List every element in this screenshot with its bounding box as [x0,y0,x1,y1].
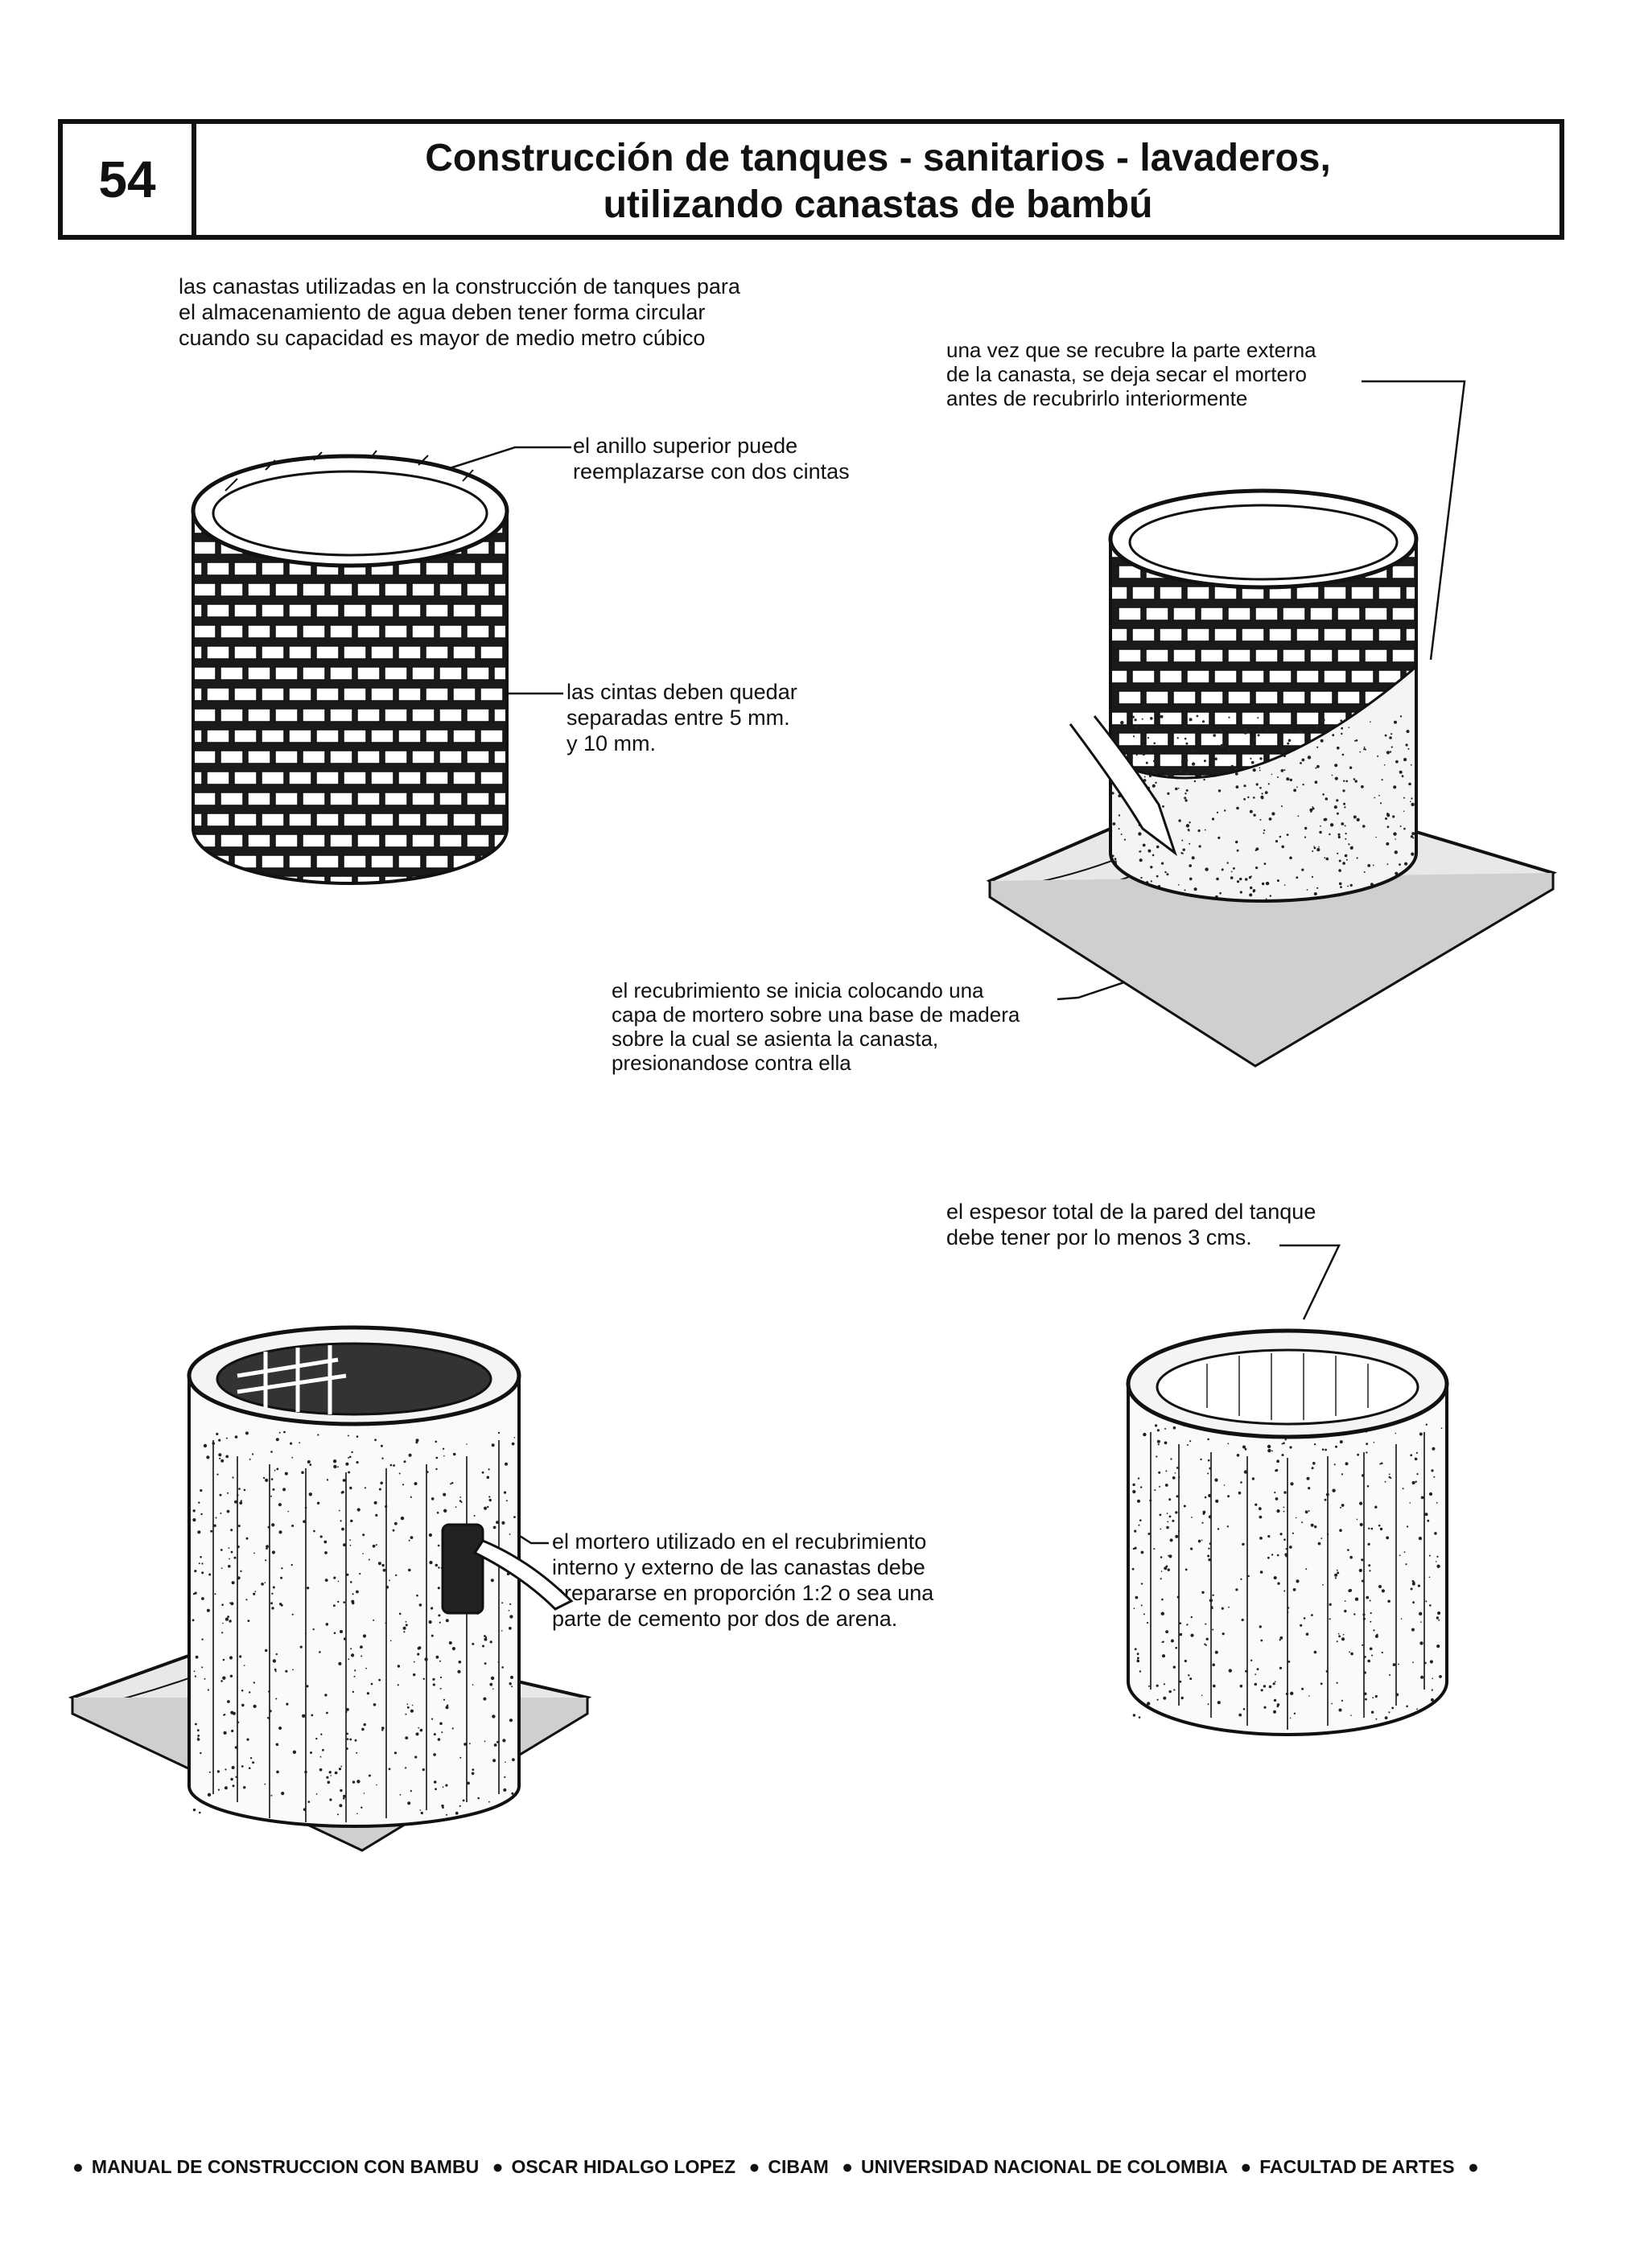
mortar-note-line: el mortero utilizado en el recubrimiento [552,1529,927,1554]
ring-note-line: reemplazarse con dos cintas [573,459,850,484]
strips-note-line: las cintas deben quedar [566,680,797,704]
dry-note-line: de la canasta, se deja secar el mortero [946,362,1308,386]
intro-note-line: cuando su capacidad es mayor de medio me… [179,326,706,350]
page-title-line-2: utilizando canastas de bambú [603,183,1153,226]
strips-note: las cintas deben quedar separadas entre … [566,679,797,756]
finished-tank-illustration [1126,1328,1449,1736]
hand-icon [1069,715,1177,857]
weave-pattern [193,511,507,883]
bamboo-basket-illustration [191,450,509,885]
hand-icon [472,1539,574,1611]
thickness-note: el espesor total de la pared del tanque … [946,1199,1316,1250]
plastered-tank-illustration [68,1325,592,1852]
dry-note: una vez que se recubre la parte externa … [946,338,1316,410]
strips-note-line: y 10 mm. [566,731,657,755]
ring-note: el anillo superior puede reemplazarse co… [573,433,850,484]
ring-note-line: el anillo superior puede [573,434,798,458]
intro-note-line: las canastas utilizadas en la construcci… [179,274,740,298]
mortar-note-line: interno y externo de las canastas debe [552,1555,925,1579]
page-title: Construcción de tanques - sanitarios - l… [196,124,1559,235]
page-title-line-1: Construcción de tanques - sanitarios - l… [425,137,1331,179]
footer-item: UNIVERSIDAD NACIONAL DE COLOMBIA [861,2156,1227,2177]
footer-item: OSCAR HIDALGO LOPEZ [511,2156,736,2177]
strips-note-line: separadas entre 5 mm. [566,706,790,730]
coating-note-line: capa de mortero sobre una base de madera [612,1002,1020,1027]
dry-note-line: una vez que se recubre la parte externa [946,338,1316,362]
thickness-note-line: el espesor total de la pared del tanque [946,1200,1316,1224]
page-number: 54 [63,124,196,235]
thickness-note-line: debe tener por lo menos 3 cms. [946,1225,1252,1249]
partially-coated-basket-illustration [986,488,1557,1068]
footer-item: FACULTAD DE ARTES [1259,2156,1455,2177]
mortar-note: el mortero utilizado en el recubrimiento… [552,1529,933,1632]
inner-texture [1206,1353,1369,1420]
intro-note-line: el almacenamiento de agua deben tener fo… [179,300,706,324]
page-header: 54 Construcción de tanques - sanitarios … [58,119,1564,240]
mortar-note-line: parte de cemento por dos de arena. [552,1607,898,1631]
coating-note-line: el recubrimiento se inicia colocando una [612,978,984,1002]
page-footer: ●MANUAL DE CONSTRUCCION CON BAMBU ●OSCAR… [72,2156,1479,2177]
footer-item: CIBAM [768,2156,829,2177]
inner-weave [237,1345,347,1414]
intro-note: las canastas utilizadas en la construcci… [179,274,740,351]
vertical-texture [212,1440,500,1822]
dry-note-line: antes de recubrirlo interiormente [946,386,1248,410]
coating-note-line: presionandose contra ella [612,1051,851,1075]
coating-note: el recubrimiento se inicia colocando una… [612,978,1020,1075]
mortar-note-line: prepararse en proporción 1:2 o sea una [552,1581,934,1605]
trowel-icon [441,1523,484,1615]
footer-item: MANUAL DE CONSTRUCCION CON BAMBU [91,2156,480,2177]
coating-note-line: sobre la cual se asienta la canasta, [612,1027,939,1051]
